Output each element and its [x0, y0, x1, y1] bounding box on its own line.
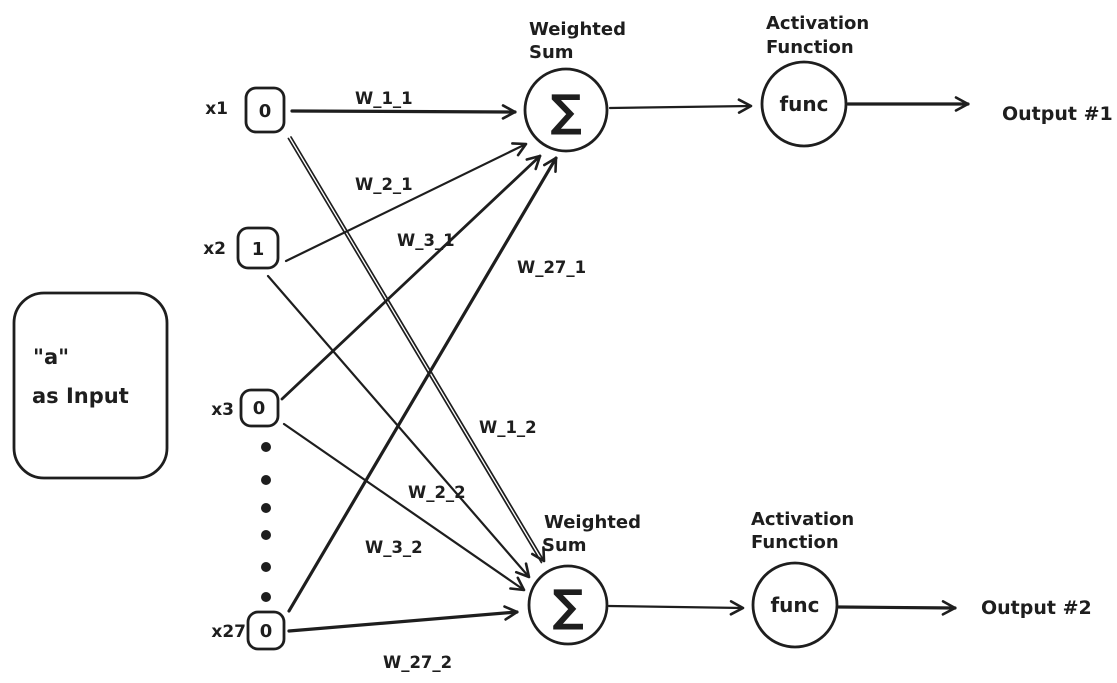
- weighted-sum-node-1: Weighted Sum ∑: [523, 19, 626, 153]
- weight-label-w-1-2: W_1_2: [479, 418, 537, 437]
- sum2-title-line1: Weighted: [544, 512, 641, 533]
- weighted-sum-node-2: Weighted Sum ∑: [527, 512, 641, 646]
- edge-x27-sum1: [287, 156, 558, 613]
- weight-label-w-3-1: W_3_1: [397, 231, 455, 250]
- input-x3-label: x3: [211, 400, 234, 420]
- arrow-sum2-act2: [607, 600, 745, 616]
- input-x2-box: [236, 226, 280, 270]
- act2-title-line1: Activation: [751, 509, 854, 530]
- act2-title-line2: Function: [751, 532, 839, 553]
- weight-label-w-2-2: W_2_2: [408, 483, 466, 502]
- edge-x1-sum2-doublestroke: [287, 137, 543, 564]
- sum2-sigma-symbol: ∑: [552, 581, 584, 632]
- input-x2: x2 1: [203, 226, 280, 270]
- weight-label-w-27-2: W_27_2: [383, 653, 452, 672]
- weight-label-w-1-1: W_1_1: [355, 89, 413, 108]
- dot: [261, 503, 271, 513]
- output-1-label: Output #1: [1002, 103, 1113, 125]
- edge-x27-sum2: [287, 605, 519, 633]
- input-x1-value: 0: [259, 101, 272, 122]
- weight-label-w-3-2: W_3_2: [365, 538, 423, 557]
- sum2-circle: [527, 564, 609, 646]
- activation-node-2: Activation Function func: [751, 509, 854, 649]
- input-source-outline: [12, 291, 169, 480]
- input-source-line2: as Input: [32, 384, 129, 408]
- dot: [261, 530, 271, 540]
- weight-label-w-2-1: W_2_1: [355, 175, 413, 194]
- edge-x3-sum1: [280, 154, 542, 401]
- input-source-line1: "a": [33, 345, 69, 369]
- arrow-act2-output2: [837, 600, 957, 616]
- edges: [266, 104, 558, 633]
- input-x2-value: 1: [252, 239, 265, 260]
- act1-title-line2: Function: [766, 37, 854, 58]
- act1-func-label: func: [779, 92, 828, 116]
- act2-circle: [751, 561, 839, 649]
- activation-node-1: Activation Function func: [760, 13, 869, 148]
- dot: [261, 562, 271, 572]
- input-x27: x27 0: [211, 610, 286, 651]
- sum1-title-line1: Weighted: [529, 19, 626, 40]
- edge-x2-sum1: [284, 142, 528, 263]
- input-x1-box: [244, 86, 286, 134]
- edge-x1-sum1: [290, 104, 517, 120]
- sum1-sigma-symbol: ∑: [550, 86, 582, 137]
- dot: [261, 592, 271, 602]
- act1-circle: [760, 60, 848, 148]
- dot: [261, 442, 271, 452]
- input-x3-value: 0: [253, 398, 266, 419]
- input-x3: x3 0: [211, 388, 280, 428]
- input-x1-label: x1: [205, 99, 228, 119]
- input-x2-label: x2: [203, 239, 226, 259]
- act1-title-line1: Activation: [766, 13, 869, 34]
- output-2-label: Output #2: [981, 597, 1092, 619]
- input-x27-box: [246, 610, 286, 651]
- weight-labels: W_1_1 W_2_1 W_3_1 W_27_1 W_1_2 W_2_2 W_3…: [355, 89, 586, 672]
- input-x3-box: [239, 388, 280, 428]
- input-x27-label: x27: [211, 622, 246, 642]
- input-source-box: "a" as Input: [12, 291, 169, 480]
- weight-label-w-27-1: W_27_1: [517, 258, 586, 277]
- edge-x2-sum2: [266, 274, 531, 579]
- dot: [261, 475, 271, 485]
- ellipsis-dots: [261, 442, 271, 602]
- act2-func-label: func: [770, 593, 819, 617]
- input-x1: x1 0: [205, 86, 286, 134]
- arrow-sum1-act1: [608, 98, 753, 114]
- sum1-circle: [523, 67, 609, 153]
- edge-x1-sum2: [290, 136, 546, 563]
- sum1-title-line2: Sum: [529, 42, 574, 63]
- edge-x3-sum2: [282, 422, 526, 592]
- input-x27-value: 0: [260, 621, 273, 642]
- sum2-title-line2: Sum: [542, 535, 587, 556]
